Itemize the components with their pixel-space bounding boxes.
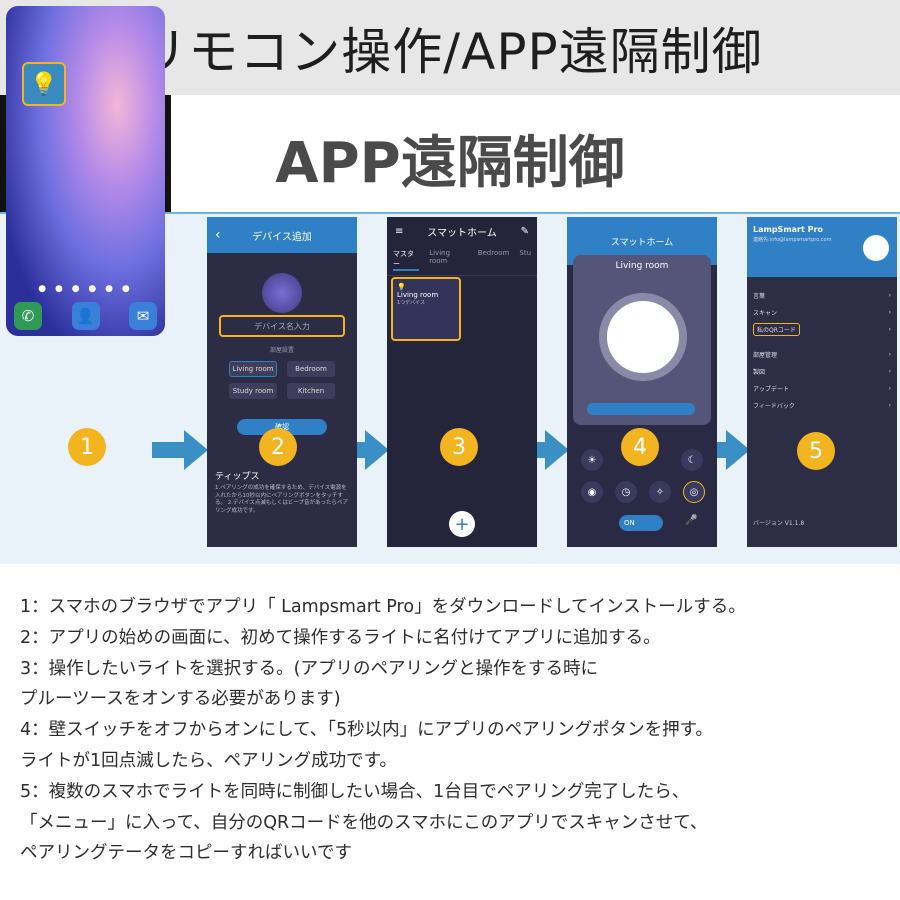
brightness-dial[interactable] <box>599 293 687 381</box>
app-name: LampSmart Pro <box>753 225 823 234</box>
instruction-line: 「メニュー」に入って、自分のQRコードを他のスマホにこのアプリでスキャンさせて、 <box>20 812 708 833</box>
banner-title: リモコン操作/APP遠隔制御 <box>137 22 763 81</box>
control-panel: Living room <box>573 255 711 425</box>
side-menu: 言葉› スキャン› 私のQRコード› 部屋管理› 製図› アップデート› フィー… <box>751 287 893 414</box>
menu-icon[interactable]: ≡ <box>395 225 404 237</box>
room-card-name: Living room <box>397 291 439 299</box>
step-badge-4: 4 <box>621 428 659 466</box>
menu-item-drawing[interactable]: 製図› <box>753 368 891 376</box>
lamp-app-icon[interactable]: 💡 <box>22 62 66 106</box>
bulb-icon[interactable]: ☀ <box>581 449 603 471</box>
mic-icon[interactable]: 🎤 <box>685 515 698 526</box>
control-room-name: Living room <box>615 261 669 271</box>
room-chip-kitchen[interactable]: Kitchen <box>287 383 335 399</box>
page-dots: ● ● ● ● ● ● <box>38 284 133 294</box>
room-tabs: マスター Living room Bedroom Stu <box>387 245 537 276</box>
tips-title: ティップス <box>215 472 260 482</box>
tab-master[interactable]: マスター <box>393 249 420 271</box>
menu-item-rooms[interactable]: 部屋管理› <box>753 351 891 359</box>
power-toggle[interactable]: ON <box>619 515 663 531</box>
moon-icon[interactable]: ☾ <box>681 449 703 471</box>
menu-item-update[interactable]: アップデート› <box>753 385 891 393</box>
device-orb-icon <box>262 273 302 313</box>
messages-icon[interactable]: ✉ <box>129 302 157 330</box>
profile-header: LampSmart Pro 連絡先:info@lampsmartpro.com <box>747 217 897 277</box>
lightbulb-icon: 💡 <box>397 283 406 291</box>
add-device-title: デバイス追加 <box>252 231 312 243</box>
smart-home-header: ≡ スマットホーム ✎ <box>387 217 537 245</box>
instruction-line: ライトが1回点滅したら、ペアリング成功です。 <box>20 750 397 771</box>
add-button[interactable]: + <box>449 511 475 537</box>
device-name-input[interactable]: デバイス名入力 <box>219 315 345 337</box>
step-badge-2: 2 <box>259 428 297 466</box>
phone-icon[interactable]: ✆ <box>14 302 42 330</box>
tab-study[interactable]: Stu <box>519 249 531 257</box>
room-chip-study[interactable]: Study room <box>229 383 277 399</box>
instruction-line: 2：アプリの始めの画面に、初めて操作するライトに名付けてアプリに追加する。 <box>20 627 661 648</box>
scene-icon[interactable]: ◉ <box>581 481 603 503</box>
pairing-icon[interactable]: ◎ <box>683 481 705 503</box>
mode-icon[interactable]: ✧ <box>649 481 671 503</box>
room-card-count: 1つデバイス <box>397 300 426 306</box>
confirm-button[interactable]: 確認 <box>237 419 327 435</box>
instruction-line: ペアリングテータをコピーすればいいです <box>20 843 352 864</box>
light-control-screen: スマットホーム Living room ☀ ☾ ◉ ◷ ✧ ◎ ON 🎤 <box>567 217 717 547</box>
contact-email: 連絡先:info@lampsmartpro.com <box>753 237 832 243</box>
arrow-right-icon <box>513 430 569 470</box>
instruction-line: 4：壁スイッチをオフからオンにして、「5秒以内」にアプリのペアリングポタンを押す… <box>20 720 713 741</box>
room-section-label: 部屋設置 <box>269 347 294 354</box>
menu-item-qr-code[interactable]: 私のQRコード› <box>751 321 893 338</box>
menu-item-language[interactable]: 言葉› <box>753 292 891 300</box>
instructions: 1：スマホのブラウザでアプリ「 Lampsmart Pro」をダウンロードしてイ… <box>20 592 890 869</box>
timer-icon[interactable]: ◷ <box>615 481 637 503</box>
side-menu-screen: LampSmart Pro 連絡先:info@lampsmartpro.com … <box>747 217 897 547</box>
add-device-screen: ‹ デバイス追加 デバイス名入力 部屋設置 Living room Bedroo… <box>207 217 357 547</box>
section-heading: APP遠隔制御 <box>275 131 625 196</box>
phone-home-screen: 💡 ● ● ● ● ● ● ✆ 👤 ✉ <box>0 0 171 342</box>
step-badge-5: 5 <box>797 432 835 470</box>
version-label: バージョン V1.1.8 <box>753 520 805 527</box>
tab-bedroom[interactable]: Bedroom <box>477 249 510 257</box>
back-icon[interactable]: ‹ <box>215 227 221 243</box>
room-chip-bedroom[interactable]: Bedroom <box>287 361 335 377</box>
avatar[interactable] <box>863 235 889 261</box>
smart-home-title: スマットホーム <box>427 227 497 239</box>
add-device-header: ‹ デバイス追加 <box>207 217 357 253</box>
tab-living-room[interactable]: Living room <box>429 249 451 265</box>
arrow-right-icon <box>152 430 208 470</box>
tips-text: 1.ペアリングの成功を確保するため、デバイス電源を入れたから10秒以内にペアリン… <box>215 485 349 515</box>
menu-item-feedback[interactable]: フィードバック› <box>753 402 891 410</box>
color-temp-slider[interactable] <box>587 403 695 415</box>
instruction-line: 3：操作したいライトを選択する。(アプリのペアリングと操作をする時に <box>20 658 598 679</box>
menu-item-scan[interactable]: スキャン› <box>753 309 891 317</box>
smart-home-screen: ≡ スマットホーム ✎ マスター Living room Bedroom Stu… <box>387 217 537 547</box>
step-badge-1: 1 <box>68 428 106 466</box>
instruction-line: 1：スマホのブラウザでアプリ「 Lampsmart Pro」をダウンロードしてイ… <box>20 597 746 617</box>
instruction-line: 5：複数のスマホでライトを同時に制御したい場合、1台目でペアリング完了したら、 <box>20 781 690 802</box>
room-card[interactable]: 💡 Living room 1つデバイス <box>391 277 461 341</box>
dock: ✆ 👤 ✉ <box>14 302 157 330</box>
step-badge-3: 3 <box>440 428 478 466</box>
edit-icon[interactable]: ✎ <box>520 225 529 237</box>
instruction-line: プルーツースをオンする必要があります) <box>20 689 341 710</box>
contacts-icon[interactable]: 👤 <box>71 302 100 330</box>
arrow-right-icon <box>694 430 750 470</box>
room-chip-living[interactable]: Living room <box>229 361 277 377</box>
arrow-right-icon <box>333 430 389 470</box>
